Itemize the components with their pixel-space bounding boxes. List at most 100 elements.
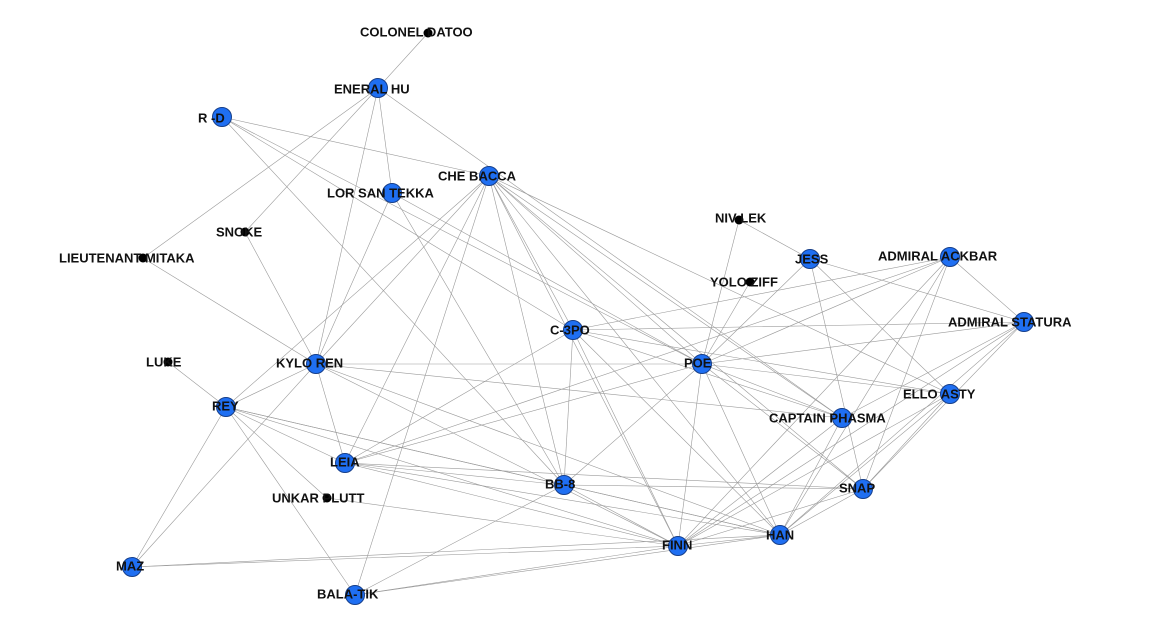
node-luke[interactable] — [163, 357, 173, 367]
edge-luke-rey — [167, 361, 227, 408]
edge-admiral-statura-c3po — [572, 321, 1025, 331]
node-yolo-ziff[interactable] — [745, 277, 755, 287]
edge-leia-snap — [344, 462, 864, 490]
edge-chewbacca-kylo-ren — [315, 175, 490, 365]
edge-admiral-ackbar-snap — [862, 256, 951, 490]
edge-lor-san-tekka-kylo-ren — [315, 192, 393, 365]
edge-rey-bala-tik — [225, 406, 356, 596]
edge-c3po-captain-phasma — [572, 329, 843, 419]
edge-bb8-finn — [563, 484, 679, 547]
node-unkar-plutt[interactable] — [322, 493, 332, 503]
edge-admiral-ackbar-poe — [701, 256, 951, 365]
edge-finn-snap — [677, 488, 864, 547]
node-kylo-ren[interactable] — [306, 354, 326, 374]
node-label-lieutenant-mitaka: LIEUTENANT MITAKA — [59, 250, 195, 265]
edge-chewbacca-bala-tik — [354, 175, 490, 596]
node-admiral-statura[interactable] — [1014, 312, 1034, 332]
node-c3po[interactable] — [563, 320, 583, 340]
node-label-admiral-statura: ADMIRAL STATURA — [948, 314, 1072, 329]
node-leia[interactable] — [335, 453, 355, 473]
node-lieutenant-mitaka[interactable] — [138, 253, 148, 263]
node-chewbacca[interactable] — [479, 166, 499, 186]
edge-chewbacca-snap — [488, 175, 864, 490]
node-label-jess: JESS — [795, 251, 829, 266]
node-captain-phasma[interactable] — [832, 408, 852, 428]
node-bb8[interactable] — [554, 475, 574, 495]
edge-nines-lek-jess — [738, 219, 811, 260]
node-nines-lek[interactable] — [734, 215, 744, 225]
node-label-finn: FINN — [662, 537, 692, 552]
edge-ello-asty-han — [779, 393, 951, 536]
node-label-kylo-ren: KYLO REN — [276, 355, 343, 370]
node-maz[interactable] — [122, 557, 142, 577]
node-label-nines-lek: NIV LEK — [715, 210, 767, 225]
node-lor-san-tekka[interactable] — [382, 183, 402, 203]
node-bala-tik[interactable] — [345, 585, 365, 605]
edge-admiral-statura-finn — [677, 321, 1025, 547]
edge-c3po-ello-asty — [572, 329, 951, 395]
node-label-general-hux: ENERAL HU — [334, 81, 410, 96]
edge-chewbacca-ello-asty — [488, 175, 951, 395]
edge-admiral-ackbar-admiral-statura — [949, 256, 1025, 323]
node-label-snap: SNAP — [839, 480, 875, 495]
node-admiral-ackbar[interactable] — [940, 247, 960, 267]
edge-chewbacca-bb8 — [488, 175, 565, 486]
edge-poe-leia — [344, 363, 703, 464]
edge-r2d2-c3po — [221, 116, 574, 331]
edge-admiral-statura-snap — [862, 321, 1025, 490]
edge-c3po-han — [572, 329, 781, 536]
node-colonel-datoo[interactable] — [423, 28, 433, 38]
edge-poe-captain-phasma — [701, 363, 843, 419]
edge-rey-maz — [131, 406, 227, 568]
edge-leia-finn — [344, 462, 679, 547]
edge-admiral-ackbar-leia — [344, 256, 951, 464]
edge-ello-asty-finn — [677, 393, 951, 547]
node-jess[interactable] — [800, 249, 820, 269]
edge-bb8-han — [563, 484, 781, 536]
edge-snoke-kylo-ren — [244, 231, 317, 365]
node-general-hux[interactable] — [368, 78, 388, 98]
edge-rey-unkar-plutt — [225, 406, 328, 499]
node-label-luke: LUKE — [146, 354, 182, 369]
edge-han-snap — [779, 488, 864, 536]
edge-jess-snap — [809, 258, 864, 490]
node-label-chewbacca: CHE BACCA — [438, 168, 517, 183]
node-label-bala-tik: BALA-TIK — [317, 586, 379, 601]
edge-finn-maz — [131, 545, 679, 568]
edge-yolo-ziff-poe — [701, 281, 751, 365]
edge-bb8-snap — [563, 484, 864, 490]
node-finn[interactable] — [668, 536, 688, 556]
node-label-admiral-ackbar: ADMIRAL ACKBAR — [878, 248, 998, 263]
edge-ello-asty-snap — [862, 393, 951, 490]
node-snap[interactable] — [853, 479, 873, 499]
node-rey[interactable] — [216, 397, 236, 417]
node-han[interactable] — [770, 525, 790, 545]
node-poe[interactable] — [692, 354, 712, 374]
edge-c3po-leia — [344, 329, 574, 464]
edge-captain-phasma-finn — [677, 417, 843, 547]
edge-chewbacca-poe — [488, 175, 703, 365]
nodes-layer — [122, 28, 1034, 605]
node-label-colonel-datoo: COLONEL DATOO — [360, 24, 473, 39]
node-label-r2d2: R -D — [198, 110, 225, 125]
edge-admiral-statura-han — [779, 321, 1025, 536]
edge-poe-finn — [677, 363, 703, 547]
edge-kylo-ren-finn — [315, 363, 679, 547]
edge-general-hux-lieutenant-mitaka — [142, 87, 379, 259]
edge-admiral-ackbar-finn — [677, 256, 951, 547]
edge-leia-han — [344, 462, 781, 536]
node-label-han: HAN — [766, 527, 794, 542]
node-snoke[interactable] — [240, 227, 250, 237]
node-r2d2[interactable] — [212, 107, 232, 127]
node-label-maz: MAZ — [116, 558, 144, 573]
edge-chewbacca-leia — [344, 175, 490, 464]
node-label-ello-asty: ELLO ASTY — [903, 386, 976, 401]
edge-chewbacca-han — [488, 175, 781, 536]
node-ello-asty[interactable] — [940, 384, 960, 404]
edge-colonel-datoo-general-hux — [377, 32, 429, 89]
edge-kylo-ren-han — [315, 363, 781, 536]
edge-leia-bb8 — [344, 462, 565, 486]
edge-bb8-bala-tik — [354, 484, 565, 596]
